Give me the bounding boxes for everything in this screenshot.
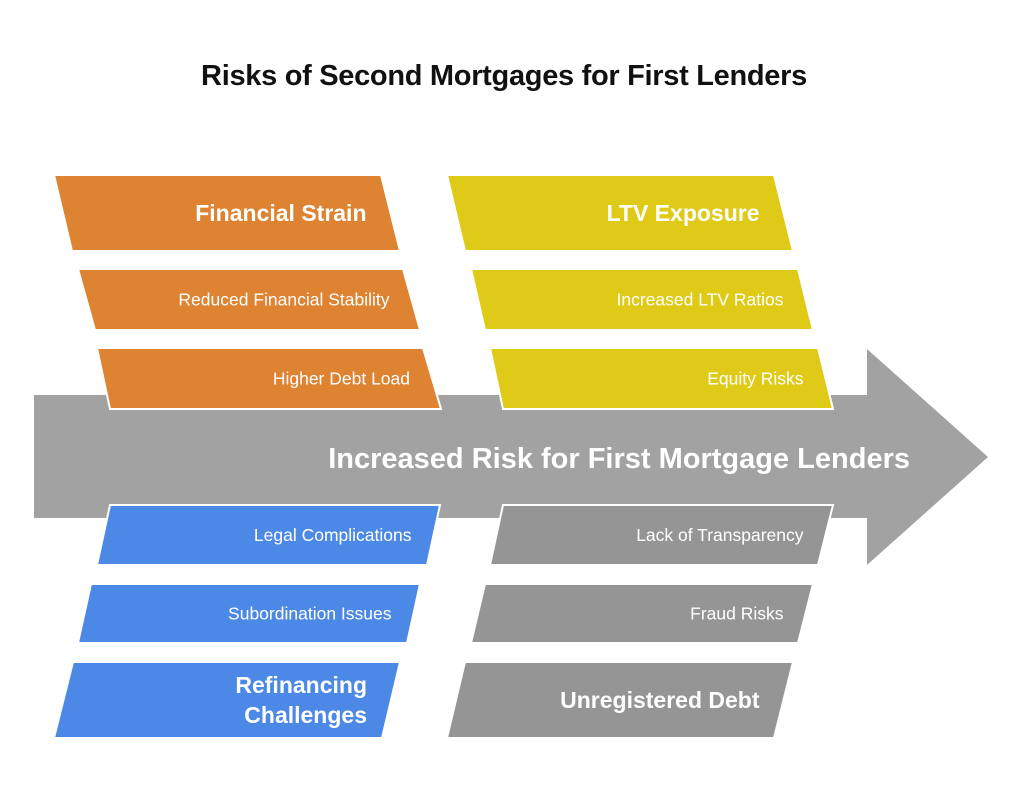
center-arrow-label: Increased Risk for First Mortgage Lender… bbox=[328, 443, 910, 475]
risk-item-shape bbox=[95, 504, 442, 566]
group-unregistered-debt: Unregistered Debt Lack of TransparencyFra… bbox=[445, 504, 835, 739]
risk-item-shape bbox=[76, 268, 422, 331]
group-heading-shape bbox=[445, 174, 795, 252]
risk-item-label: Subordination Issues bbox=[228, 604, 392, 624]
group-heading-shape bbox=[52, 661, 402, 739]
risk-item-label: Lack of Transparency bbox=[636, 525, 804, 545]
risk-item-shape bbox=[76, 583, 422, 644]
group-heading-label: Refinancing bbox=[235, 672, 367, 698]
group-heading-label: Financial Strain bbox=[195, 200, 366, 226]
risk-item-label: Legal Complications bbox=[254, 525, 412, 545]
risk-item-shape bbox=[488, 347, 835, 410]
group-heading-label: Challenges bbox=[244, 702, 367, 728]
risk-item-shape bbox=[488, 504, 835, 566]
risk-item-shape bbox=[95, 347, 443, 410]
risk-item-label: Higher Debt Load bbox=[273, 369, 410, 389]
risk-item-shape bbox=[469, 268, 815, 331]
group-heading-label: LTV Exposure bbox=[607, 200, 760, 226]
risk-item-label: Reduced Financial Stability bbox=[178, 290, 389, 310]
group-heading-label: Unregistered Debt bbox=[560, 687, 760, 713]
risk-item-label: Increased LTV Ratios bbox=[617, 290, 784, 310]
group-heading-shape bbox=[52, 174, 402, 252]
diagram-title: Risks of Second Mortgages for First Lend… bbox=[201, 60, 807, 92]
risk-item-label: Fraud Risks bbox=[690, 604, 784, 624]
group-heading-shape bbox=[445, 661, 795, 739]
risk-item-shape bbox=[469, 583, 815, 644]
risk-item-label: Equity Risks bbox=[707, 369, 804, 389]
